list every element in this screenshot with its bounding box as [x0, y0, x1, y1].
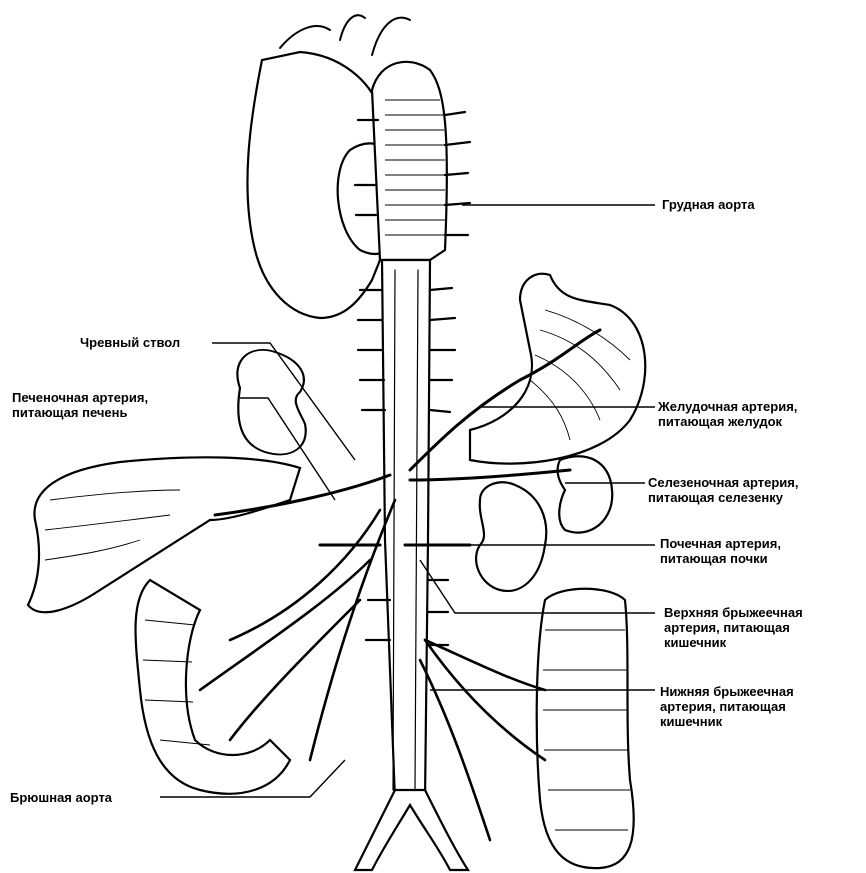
label-thoracic-aorta: Грудная аорта	[662, 197, 755, 212]
label-celiac-trunk: Чревный ствол	[80, 335, 180, 350]
descending-colon	[537, 589, 634, 868]
label-superior-mesenteric-artery: Верхняя брыжеечная артерия, питающая киш…	[664, 605, 803, 650]
stomach	[470, 274, 645, 464]
label-abdominal-aorta: Брюшная аорта	[10, 790, 112, 805]
label-splenic-artery: Селезеночная артерия, питающая селезенку	[648, 475, 798, 505]
spleen	[558, 456, 613, 532]
right-kidney	[476, 482, 546, 591]
label-gastric-artery: Желудочная артерия, питающая желудок	[658, 399, 797, 429]
label-renal-artery: Почечная артерия, питающая почки	[660, 536, 781, 566]
label-hepatic-artery: Печеночная артерия, питающая печень	[12, 390, 148, 420]
ascending-colon	[136, 580, 290, 794]
label-inferior-mesenteric-artery: Нижняя брыжеечная артерия, питающая кише…	[660, 684, 794, 729]
